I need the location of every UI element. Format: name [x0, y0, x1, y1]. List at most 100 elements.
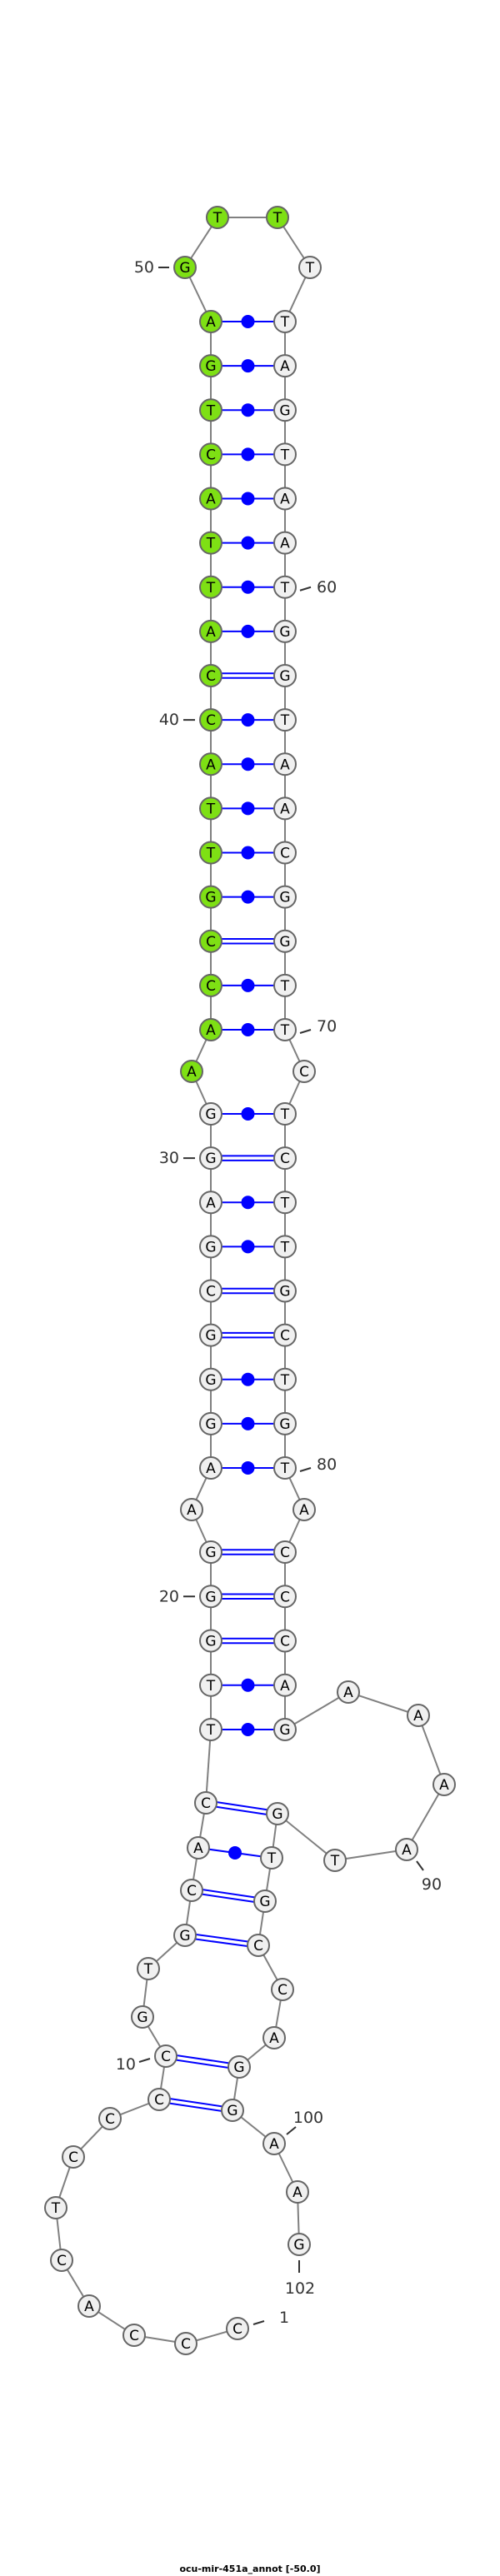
nucleotide-letter: C — [68, 2149, 78, 2166]
nucleotide-circle — [180, 1879, 203, 1902]
nucleotide-letter: G — [279, 402, 290, 419]
nucleotide-letter: G — [279, 1416, 290, 1433]
pair-dot — [241, 1678, 255, 1692]
nucleotide-letter: C — [280, 1589, 290, 1605]
backbone-segment — [334, 1849, 408, 1861]
position-label-tick — [138, 2058, 151, 2063]
nucleotide-circle — [122, 2324, 146, 2347]
nucleotide: T — [206, 206, 229, 229]
position-label: 40 — [159, 711, 179, 729]
position-label: 80 — [317, 1455, 337, 1474]
nucleotide-circle — [262, 2026, 286, 2049]
nucleotide-circle — [199, 1718, 222, 1741]
pair-dot — [241, 713, 255, 727]
nucleotide: G — [199, 1235, 222, 1259]
position-label-tick — [299, 1467, 312, 1472]
nucleotide: G — [199, 1411, 222, 1435]
nucleotide-circle — [273, 442, 297, 467]
nucleotide-circle — [199, 1540, 222, 1564]
nucleotide: A — [180, 1060, 203, 1083]
nucleotide: A — [273, 752, 297, 776]
nucleotide: A — [180, 1498, 203, 1521]
nucleotide: T — [44, 2196, 68, 2219]
nucleotide-circle — [148, 2088, 171, 2111]
nucleotide-circle — [199, 752, 222, 776]
nucleotide-letter: T — [280, 978, 290, 995]
nucleotide: C — [273, 1323, 297, 1347]
nucleotide: G — [273, 885, 297, 909]
nucleotide-circle — [199, 1629, 222, 1653]
nucleotide: C — [98, 2107, 122, 2130]
pair-dot — [241, 1723, 255, 1736]
pair-dot — [241, 1461, 255, 1475]
nucleotide-circle — [266, 1802, 289, 1825]
nucleotide-circle — [273, 1191, 297, 1215]
nucleotide-letter: T — [280, 447, 290, 463]
nucleotide-circle — [199, 619, 222, 643]
nucleotide-circle — [407, 1704, 430, 1727]
nucleotide: C — [199, 929, 222, 953]
nucleotide-letter: A — [280, 492, 290, 508]
nucleotide: G — [199, 1146, 222, 1171]
nucleotide: A — [262, 2026, 286, 2049]
nucleotide: A — [199, 752, 222, 776]
nucleotide-letter: C — [181, 2336, 191, 2353]
nucleotide: G — [273, 398, 297, 422]
nucleotide-letter: C — [206, 447, 216, 463]
pair-dot — [241, 580, 255, 594]
nucleotide-letter: G — [279, 668, 290, 685]
nucleotide: T — [273, 973, 297, 997]
pair-dot — [241, 1107, 255, 1121]
nucleotide-circle — [199, 929, 222, 953]
backbone-segment — [348, 1691, 419, 1716]
nucleotide-circle — [78, 2294, 101, 2318]
nucleotide-letter: A — [206, 1460, 216, 1477]
nucleotide-letter: T — [280, 580, 290, 597]
nucleotide-letter: T — [280, 1372, 290, 1389]
nucleotide: G — [273, 1411, 297, 1435]
nucleotide-circle — [206, 206, 229, 229]
nucleotide-letter: C — [129, 2328, 139, 2344]
position-label: 102 — [285, 2279, 315, 2298]
nucleotide: A — [273, 796, 297, 821]
nucleotide-circle — [273, 664, 297, 687]
nucleotide: C — [154, 2044, 178, 2068]
nucleotide-circle — [173, 1924, 197, 1947]
nucleotide-letter: A — [206, 624, 216, 641]
nucleotide-circle — [199, 398, 222, 422]
gc-pair-line — [216, 1805, 267, 1815]
gc-pair-line — [176, 2059, 228, 2069]
nucleotide-letter: G — [205, 1106, 216, 1123]
nucleotide-letter: A — [439, 1777, 449, 1794]
nucleotide: A — [199, 619, 222, 643]
nucleotide-letter: T — [206, 1722, 216, 1739]
nucleotide-circle — [260, 1846, 283, 1870]
nucleotide-circle — [273, 841, 297, 865]
nucleotide: G — [199, 1102, 222, 1126]
nucleotide-letter: T — [280, 1106, 290, 1123]
nucleotide-circle — [273, 619, 297, 643]
nucleotide-letter: C — [280, 1151, 290, 1167]
nucleotide-circle — [262, 2132, 286, 2155]
nucleotide: A — [273, 354, 297, 378]
nucleotide-circle — [180, 1498, 203, 1521]
position-label: 70 — [317, 1017, 337, 1036]
nucleotide-circle — [50, 2249, 73, 2272]
nucleotide-circle — [62, 2145, 85, 2169]
nucleotide: G — [199, 1323, 222, 1347]
nucleotide-circle — [199, 885, 222, 909]
nucleotide-letter: G — [205, 1372, 216, 1389]
nucleotide-letter: G — [205, 1634, 216, 1650]
backbone-segment — [284, 1691, 349, 1730]
nucleotide: G — [228, 2055, 251, 2079]
nucleotide-letter: A — [269, 2136, 279, 2153]
position-label: 10 — [116, 2055, 136, 2074]
nucleotide-letter: C — [299, 1064, 309, 1081]
nucleotide-circle — [199, 1585, 222, 1609]
nucleotide-letter: A — [292, 2184, 302, 2201]
pair-dot — [241, 447, 255, 462]
nucleotide-letter: C — [253, 1938, 263, 1954]
nucleotide: T — [273, 1018, 297, 1041]
nucleotide-circle — [266, 206, 289, 229]
